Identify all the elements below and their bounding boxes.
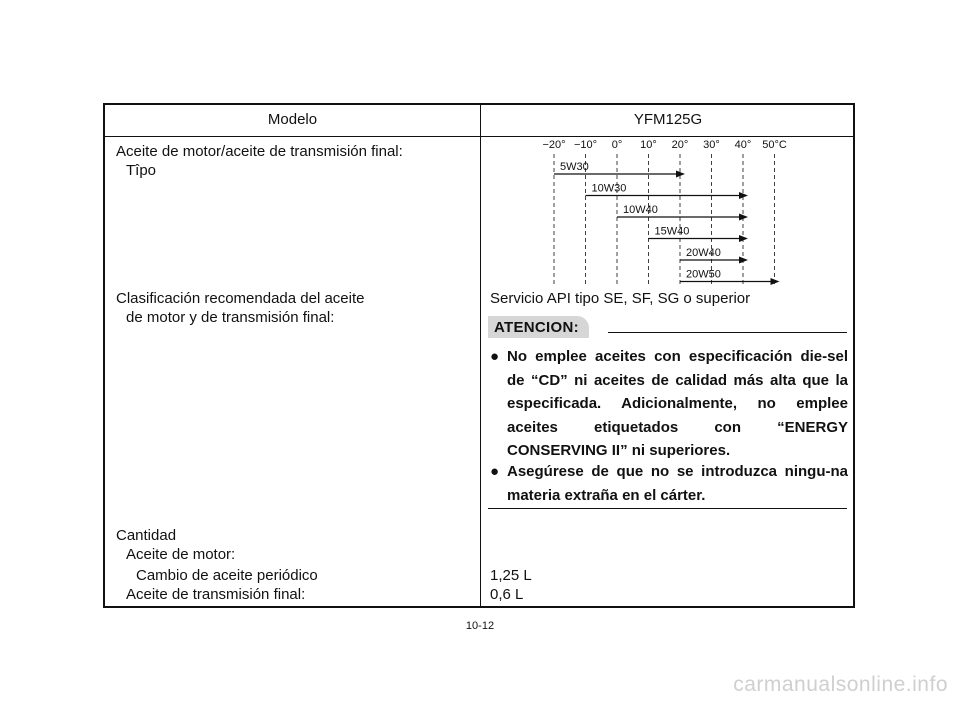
- grade-range-arrowhead: [770, 278, 780, 285]
- attention-rule: [608, 332, 847, 333]
- grade-range-arrowhead: [739, 192, 748, 199]
- attention-bullet-1-text: No emplee aceites con especificación die…: [507, 348, 848, 459]
- grade-label: 20W50: [686, 269, 721, 281]
- table-header: Modelo YFM125G: [105, 105, 853, 137]
- grade-range-arrowhead: [739, 256, 748, 264]
- engine-oil-quantity: 1,25 L: [490, 567, 532, 584]
- attention-bullet-2-text: Asegúrese de que no se introduzca ningu-…: [507, 463, 848, 504]
- grade-range-arrowhead: [676, 170, 685, 178]
- grade-label: 10W30: [592, 183, 627, 195]
- bullet-dot: ●: [490, 463, 500, 480]
- bullet-dot: ●: [490, 348, 500, 365]
- transmission-oil-label: Aceite de transmisión final:: [126, 586, 306, 603]
- oil-classification-label: Clasificación recomendada del aceite: [116, 290, 365, 307]
- column-divider: [480, 105, 481, 606]
- oil-classification-sublabel: de motor y de transmisión final:: [126, 309, 335, 326]
- temperature-tick-label: −20°: [542, 139, 565, 151]
- grade-label: 10W40: [623, 204, 658, 216]
- grade-label: 15W40: [655, 226, 690, 238]
- grade-label: 5W30: [560, 161, 589, 173]
- spec-table: Modelo YFM125G: [103, 103, 855, 608]
- attention-bottom-rule: [488, 508, 847, 509]
- attention-bullet-1: ● No emplee aceites con especificación d…: [490, 345, 850, 463]
- temperature-tick-label: 40°: [735, 139, 752, 151]
- attention-bullet-2: ● Asegúrese de que no se introduzca ning…: [490, 460, 850, 508]
- header-model-value: YFM125G: [633, 111, 703, 128]
- temperature-tick-label: 10°: [640, 139, 657, 151]
- oil-type-sublabel: Tîpo: [126, 162, 157, 179]
- temperature-tick-label: 0°: [612, 139, 623, 151]
- transmission-oil-quantity: 0,6 L: [490, 586, 524, 603]
- oil-type-label: Aceite de motor/aceite de transmisión fi…: [116, 143, 403, 160]
- page-number: 10-12: [465, 620, 495, 632]
- watermark: carmanualsonline.info: [733, 673, 948, 696]
- grade-label: 20W40: [686, 247, 721, 259]
- quantity-label: Cantidad: [116, 527, 177, 544]
- engine-oil-label: Aceite de motor:: [126, 546, 236, 563]
- temperature-tick-label: −10°: [574, 139, 597, 151]
- temperature-tick-label: 30°: [703, 139, 720, 151]
- grade-range-arrowhead: [739, 213, 748, 221]
- oil-classification-value: Servicio API tipo SE, SF, SG o superior: [490, 290, 751, 307]
- temperature-tick-label: 20°: [672, 139, 689, 151]
- header-model-label: Modelo: [267, 111, 318, 128]
- periodic-change-label: Cambio de aceite periódico: [136, 567, 318, 584]
- temperature-tick-label: 50°C: [762, 139, 787, 151]
- attention-title: ATENCION:: [488, 316, 589, 338]
- grade-range-arrowhead: [739, 235, 748, 242]
